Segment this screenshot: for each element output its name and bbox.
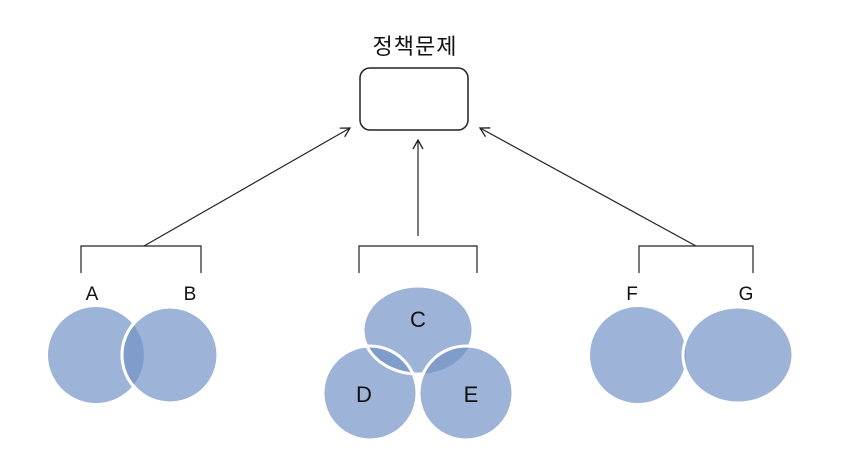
- venn-left: [48, 305, 220, 405]
- circle-e: [419, 346, 513, 440]
- arrow-left-to-box: [143, 127, 352, 247]
- circle-a: [48, 307, 144, 403]
- label-f: F: [626, 284, 638, 305]
- label-g: G: [739, 284, 754, 305]
- label-e: E: [464, 382, 479, 407]
- bracket-left: [80, 245, 202, 273]
- label-c: C: [410, 307, 426, 332]
- venn-middle: [321, 284, 515, 442]
- label-a: A: [86, 284, 99, 305]
- label-d: D: [356, 382, 372, 407]
- circle-d-outline: [321, 344, 419, 442]
- circle-c-outline: [361, 284, 475, 376]
- arrow-right-to-box: [478, 127, 697, 247]
- label-b: B: [184, 284, 197, 305]
- venn-right: [590, 305, 795, 405]
- circle-f: [590, 307, 686, 403]
- bracket-middle: [358, 245, 478, 273]
- circle-b-outline: [120, 305, 220, 405]
- circle-e-outline: [417, 344, 515, 442]
- diagram-title: 정책문제: [372, 35, 458, 60]
- circle-g: [683, 307, 793, 403]
- circle-g-outline: [681, 305, 795, 405]
- policy-problem-box: [359, 67, 469, 131]
- bracket-right: [638, 245, 754, 273]
